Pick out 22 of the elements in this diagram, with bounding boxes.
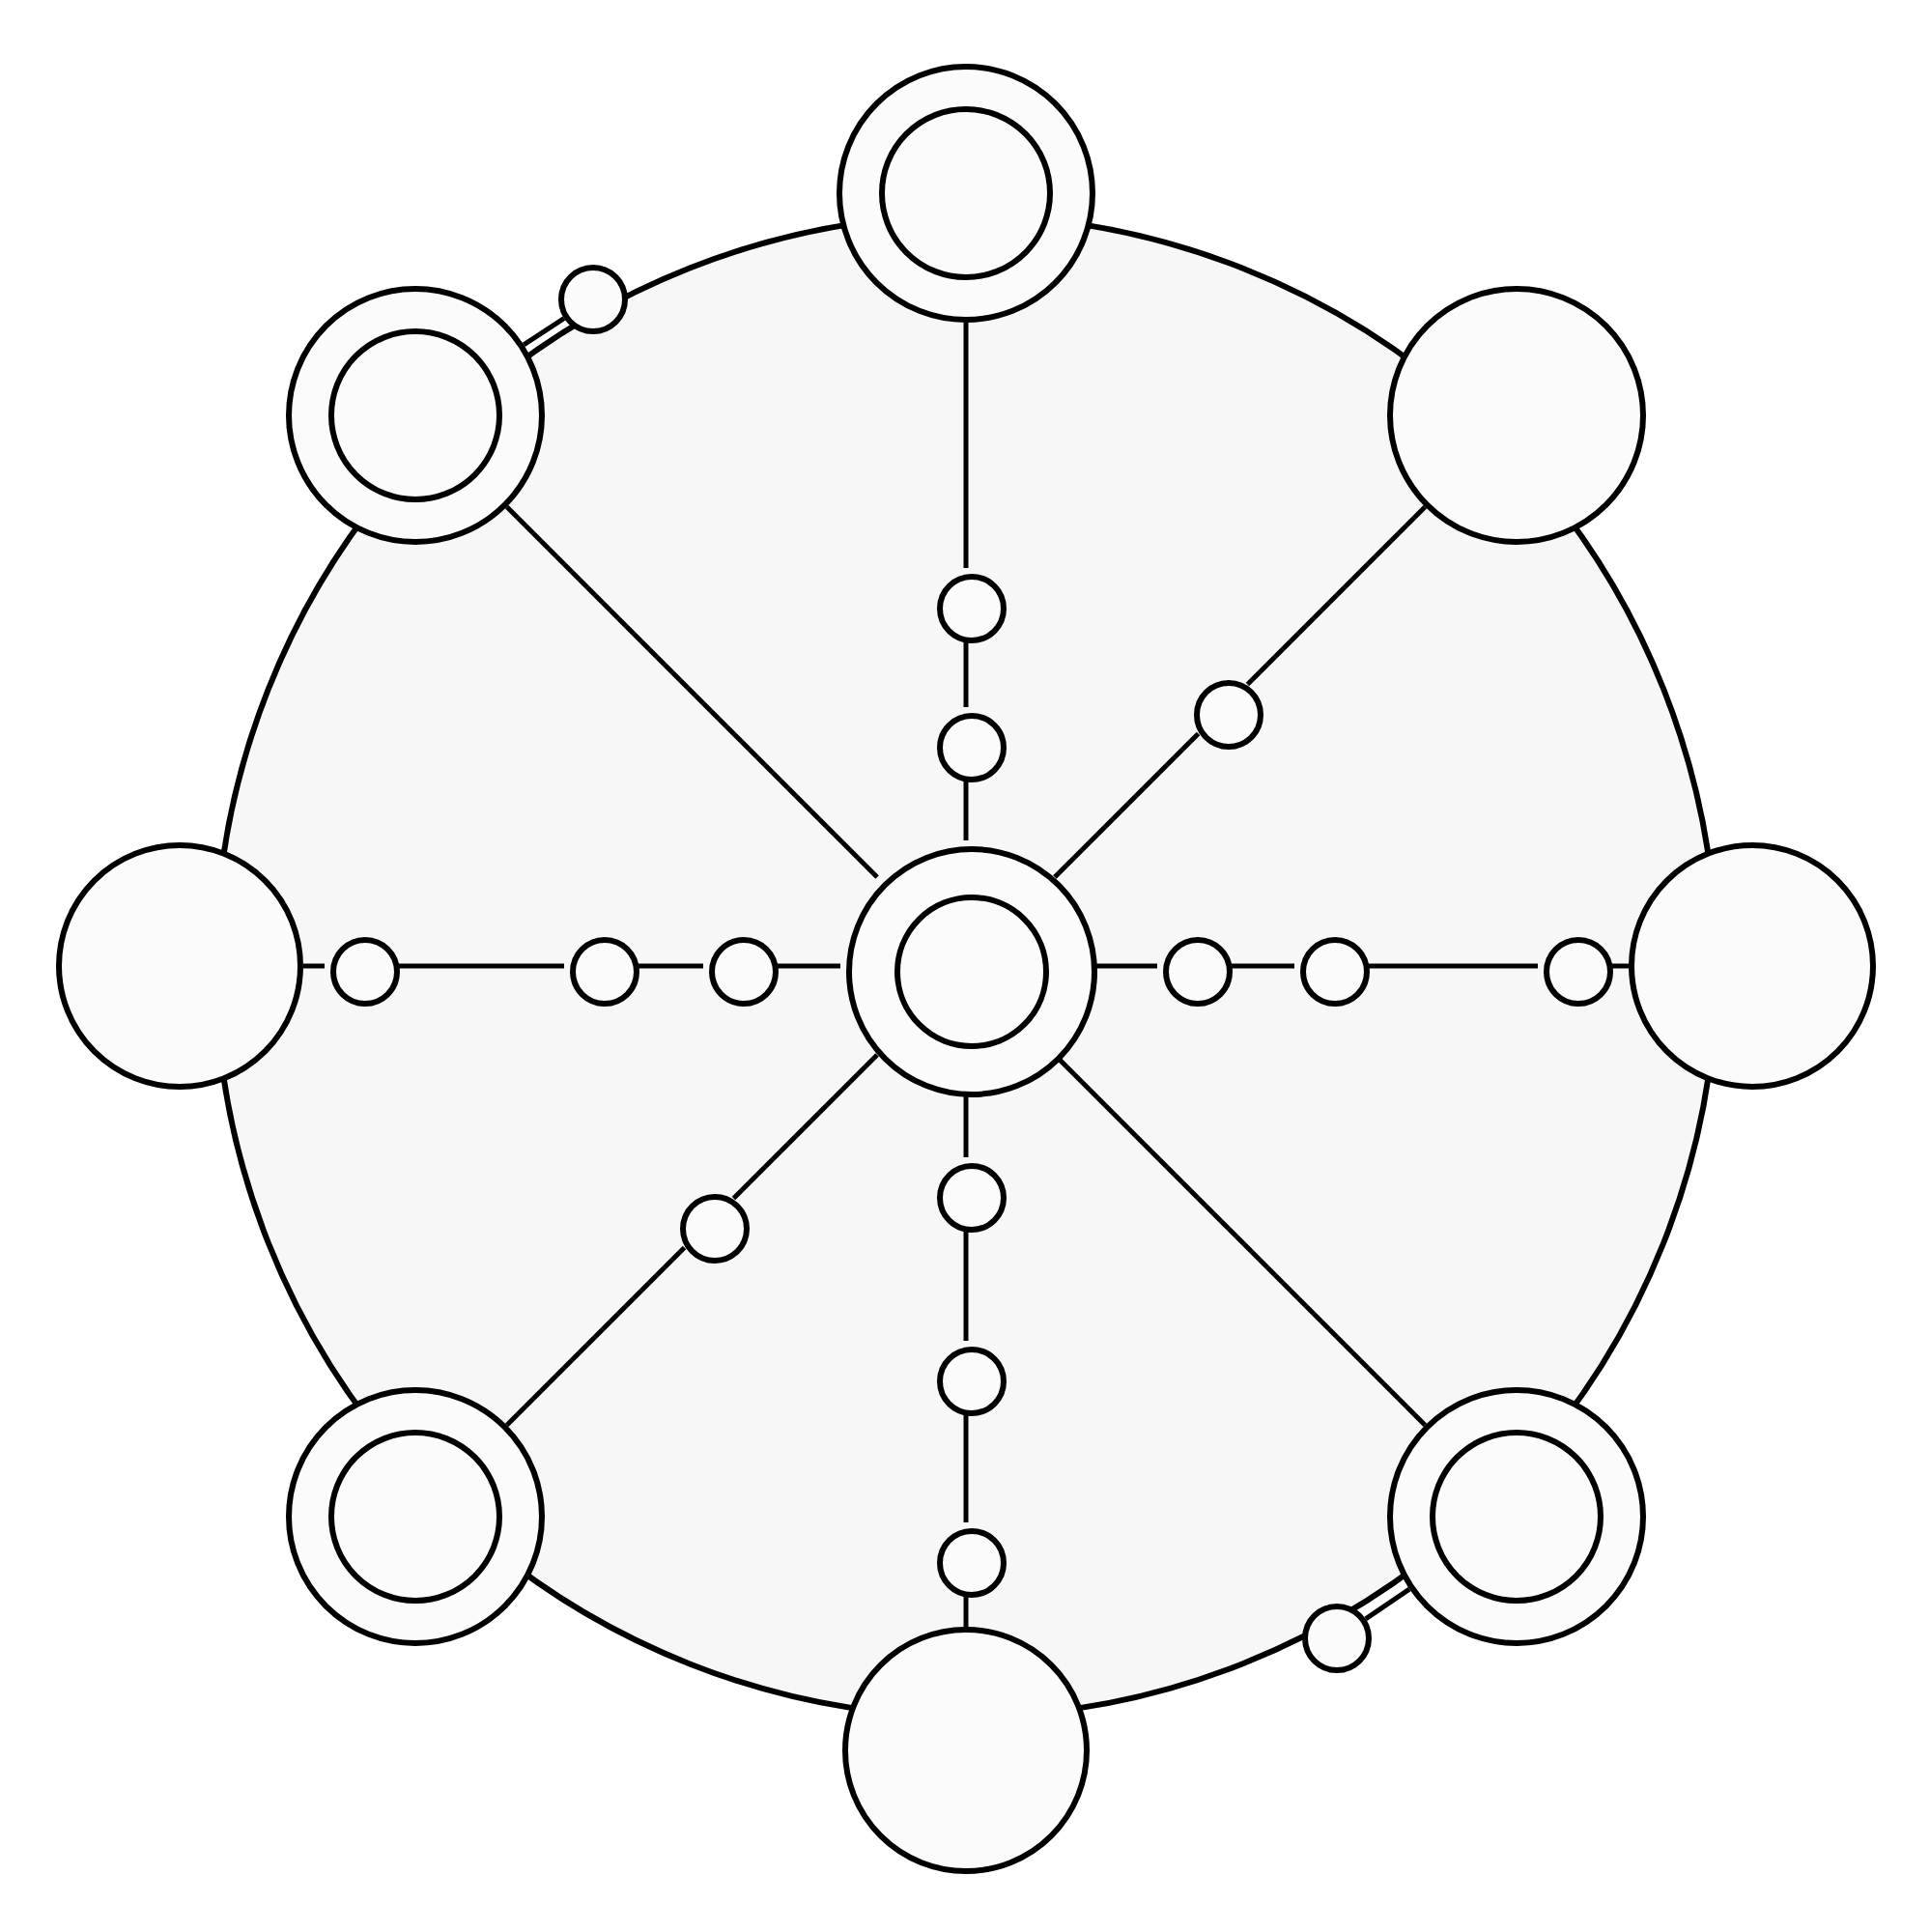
connector-line [1053,731,1201,879]
connector-line [963,1410,969,1522]
connector-line [731,1053,879,1201]
connector-line [505,1245,687,1427]
connector-line [1092,963,1157,969]
connector-line [394,963,564,969]
connector-line [1364,1587,1411,1621]
connector-line [773,963,840,969]
connector-line [634,963,703,969]
connector-line [1245,505,1427,687]
connector-line [505,505,879,879]
connector-line [522,316,566,347]
connector-line [1364,963,1538,969]
connector-line [963,777,969,840]
connector-line [963,638,969,707]
connector-line [1227,963,1294,969]
connector-line [963,323,969,568]
connector-line [1607,963,1629,969]
connector-line [963,1592,969,1627]
connector-line [963,1227,969,1341]
connector-line [963,1092,969,1157]
connector-line [303,963,325,969]
